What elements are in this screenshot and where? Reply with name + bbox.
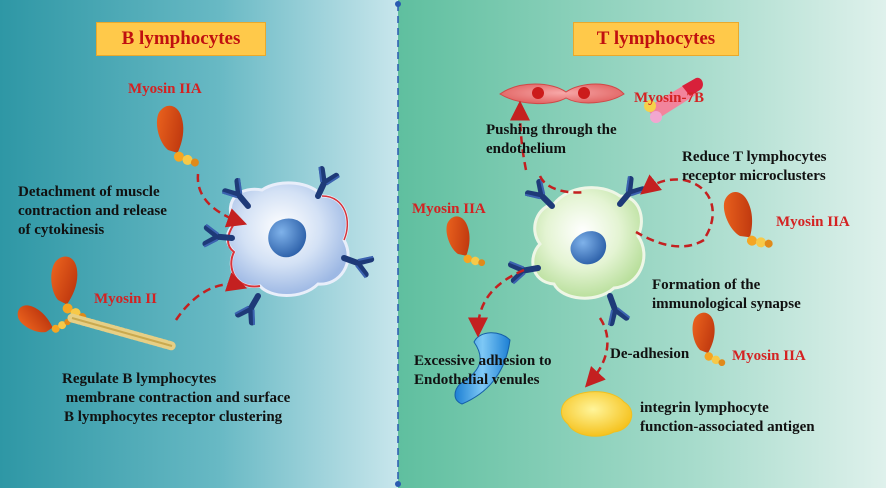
myosin-ii-label: Myosin II <box>94 291 157 307</box>
myosin-iia-label-left: Myosin IIA <box>128 81 202 97</box>
arrow-myosin-ii-to-bcell <box>174 272 248 321</box>
t-lymphocytes-title: T lymphocytes <box>573 22 739 56</box>
divider-bottom-dot <box>395 481 401 487</box>
divider-top-dot <box>395 1 401 7</box>
myosin-iia-label-t-left: Myosin IIA <box>412 201 486 217</box>
arrow-to-venule <box>468 268 525 338</box>
myosin-ii-motor <box>13 254 177 351</box>
synapse-label-line1: Formation of the <box>652 277 761 293</box>
myosin-iia-label-t-bottom: Myosin IIA <box>732 348 806 364</box>
deadhesion-label: De-adhesion <box>610 346 690 362</box>
detachment-label-line3: of cytokinesis <box>18 222 105 238</box>
arrow-reduce-clusters <box>640 174 714 237</box>
t-cell <box>531 186 646 300</box>
myosin-7b-label: Myosin-7B <box>634 90 705 106</box>
arrow-push-base <box>538 175 587 194</box>
detachment-label-line2: contraction and release <box>18 203 167 219</box>
pushing-label-line1: Pushing through the <box>486 122 617 138</box>
endothelial-cells <box>499 83 625 105</box>
b-lymphocytes-title: B lymphocytes <box>96 22 266 56</box>
synapse-label-line2: immunological synapse <box>652 296 801 312</box>
arrow-to-endothelium <box>510 100 531 171</box>
adhesion-label-line1: Excessive adhesion to <box>414 353 552 369</box>
integrin-label-line1: integrin lymphocyte <box>640 400 769 416</box>
t-cell-nucleus <box>570 231 607 265</box>
detachment-label-line1: Detachment of muscle <box>18 184 160 200</box>
b-cell-nucleus <box>268 218 307 258</box>
arrow-myosin-to-bcell <box>196 173 248 228</box>
regulate-label-line3: B lymphocytes receptor clustering <box>64 409 283 425</box>
integrin-label-line2: function-associated antigen <box>640 419 815 435</box>
arrow-synapse <box>635 230 705 248</box>
myosin-7b-motor <box>644 77 703 123</box>
reduce-label-line2: receptor microclusters <box>682 168 826 184</box>
myosin-iia-label-t-right: Myosin IIA <box>776 214 850 230</box>
regulate-label-line1: Regulate B lymphocytes <box>62 371 217 387</box>
endothelial-venule <box>454 332 511 405</box>
adhesion-label-line2: Endothelial venules <box>414 372 540 388</box>
regulate-label-line2: membrane contraction and surface <box>62 390 291 406</box>
pushing-label-line2: endothelium <box>486 141 567 157</box>
arrow-to-integrin <box>584 317 609 388</box>
reduce-label-line1: Reduce T lymphocytes <box>682 149 827 165</box>
integrin-lfa1 <box>561 391 633 437</box>
